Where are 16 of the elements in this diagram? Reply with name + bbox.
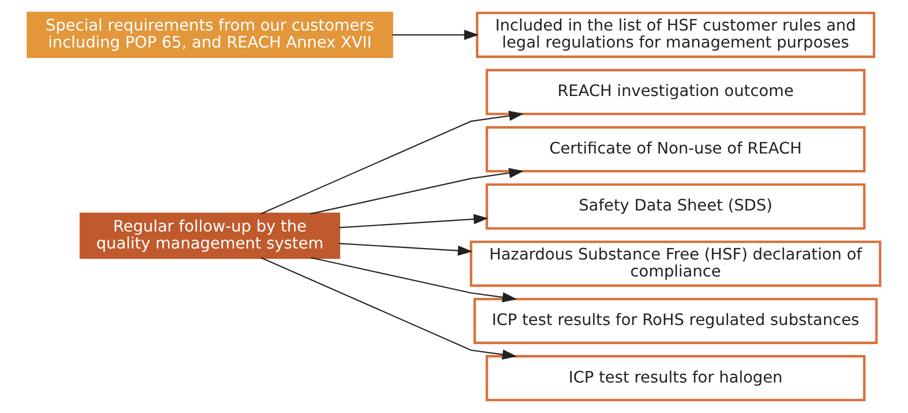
arrow [260, 110, 524, 214]
arrow [339, 242, 473, 256]
node-box: ICP test results for halogen [486, 355, 866, 402]
node-box: Special requirements from our customers including POP 65, and REACH Annex XVII [26, 12, 394, 58]
node-box: ICP test results for RoHS regulated substances [473, 298, 878, 344]
arrow [310, 257, 517, 302]
node-box: Regular follow-up by the quality management system [80, 212, 340, 259]
arrow [310, 168, 524, 214]
node-box: Hazardous Substance Free (HSF) declaration of compliance [470, 240, 882, 287]
arrow [339, 214, 488, 228]
node-box: Certificate of Non-use of REACH [486, 126, 866, 172]
arrow [260, 257, 517, 360]
arrow [392, 30, 479, 40]
node-box: Included in the list of HSF customer rules and legal regulations for management purposes [476, 12, 876, 58]
node-box: REACH investigation outcome [486, 68, 866, 116]
node-box: Safety Data Sheet (SDS) [486, 183, 866, 230]
